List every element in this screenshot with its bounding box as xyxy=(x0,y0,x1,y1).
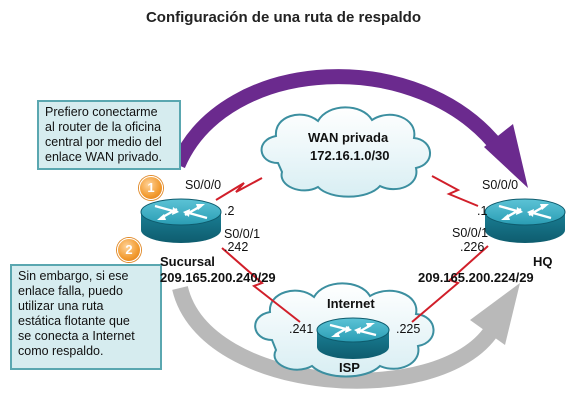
step-2-badge: 2 xyxy=(117,238,141,262)
sucursal-if-wan-ip: .2 xyxy=(224,204,235,218)
wan-cloud-name: WAN privada xyxy=(308,130,389,145)
serial-link-hq-isp xyxy=(411,245,489,323)
sucursal-if-isp: S0/0/1 xyxy=(224,227,261,241)
isp-name: ISP xyxy=(339,360,360,375)
hq-if-isp-ip: .226 xyxy=(460,240,485,254)
sucursal-network: 209.165.200.240/29 xyxy=(160,270,276,285)
hq-if-wan-ip: .1 xyxy=(477,204,488,218)
backup-path-arrow xyxy=(172,283,520,389)
router-hq-icon xyxy=(484,198,566,243)
internet-cloud-name: Internet xyxy=(327,296,375,311)
sucursal-if-wan: S0/0/0 xyxy=(185,178,222,192)
hq-if-wan: S0/0/0 xyxy=(482,178,519,192)
serial-link-sucursal-wan xyxy=(215,177,263,201)
step-1-badge: 1 xyxy=(139,176,163,200)
hq-name: HQ xyxy=(533,254,553,269)
isp-ip-left: .241 xyxy=(289,322,314,336)
router-isp-icon xyxy=(316,317,390,359)
serial-link-sucursal-isp xyxy=(221,247,301,323)
sucursal-name: Sucursal xyxy=(160,254,215,269)
diagram-title: Configuración de una ruta de respaldo xyxy=(145,9,422,26)
sucursal-if-isp-ip: .242 xyxy=(224,240,249,254)
wan-cloud-network: 172.16.1.0/30 xyxy=(310,148,390,163)
hq-if-isp: S0/0/1 xyxy=(452,226,489,240)
callout-backup-route: Sin embargo, si ese enlace falla, puedo … xyxy=(10,264,162,370)
router-sucursal-icon xyxy=(140,198,222,243)
callout-primary-route: Prefiero conectarme al router de la ofic… xyxy=(37,100,181,170)
primary-path-arrow xyxy=(171,69,528,188)
wan-privada-cloud xyxy=(260,106,431,198)
isp-ip-right: .225 xyxy=(396,322,421,336)
hq-network: 209.165.200.224/29 xyxy=(418,270,534,285)
serial-link-hq-wan xyxy=(431,175,479,207)
